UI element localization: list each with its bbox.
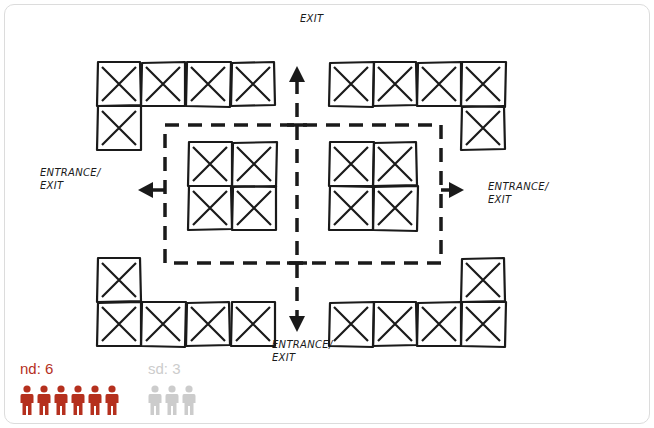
crossed-box xyxy=(97,302,141,346)
people-icons xyxy=(149,385,196,415)
crossed-box xyxy=(373,302,417,346)
crossed-box xyxy=(417,62,461,106)
crossed-box xyxy=(97,258,141,302)
crossed-box xyxy=(373,62,417,106)
cross-mark xyxy=(287,123,307,127)
crossed-box xyxy=(186,302,230,346)
crossed-box xyxy=(231,62,275,106)
dashed-path xyxy=(295,80,299,322)
crossed-box xyxy=(231,302,275,346)
crossed-box xyxy=(329,62,374,107)
arrowhead xyxy=(289,316,305,332)
crossed-box xyxy=(232,142,277,187)
crossed-box xyxy=(329,142,374,187)
stat-label: sd: 3 xyxy=(148,360,181,378)
crossed-box xyxy=(417,302,461,346)
crossed-box xyxy=(188,186,232,230)
crossed-box xyxy=(329,186,373,230)
crossed-box xyxy=(97,62,141,106)
crossed-box xyxy=(141,302,186,347)
crossed-box xyxy=(232,186,276,230)
crossed-box xyxy=(329,302,374,347)
dashed-path xyxy=(165,125,441,263)
people-icons xyxy=(21,385,119,415)
exit-label: EXIT xyxy=(300,12,340,25)
crossed-box xyxy=(186,62,231,107)
arrowhead xyxy=(449,182,464,198)
stat-label: nd: 6 xyxy=(20,360,53,378)
cross-mark xyxy=(287,261,307,265)
crossed-box xyxy=(461,302,506,347)
crossed-box xyxy=(141,62,185,106)
arrowhead xyxy=(138,182,153,198)
arrowhead xyxy=(289,66,305,82)
crossed-box xyxy=(461,106,505,150)
crossed-box xyxy=(373,142,417,186)
crossed-box xyxy=(373,186,418,231)
exit-label: ENTRANCE/ EXIT xyxy=(272,338,346,364)
card-frame xyxy=(4,4,650,424)
exit-label: ENTRANCE/ EXIT xyxy=(40,166,114,192)
crossed-box xyxy=(461,258,505,302)
crossed-box xyxy=(461,62,506,107)
crossed-box xyxy=(188,142,232,186)
crossed-box xyxy=(97,106,141,150)
exit-label: ENTRANCE/ EXIT xyxy=(488,180,562,206)
